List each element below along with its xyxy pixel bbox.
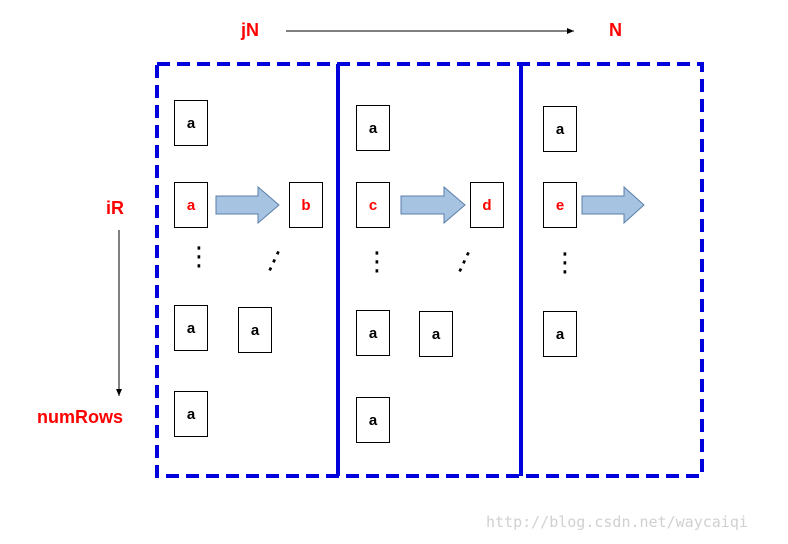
cell-current: e bbox=[543, 182, 577, 228]
cell: a bbox=[356, 310, 390, 356]
block-arrow-2 bbox=[400, 185, 466, 225]
row-end-label: numRows bbox=[37, 407, 124, 427]
vertical-ellipsis: ⋮ bbox=[186, 242, 212, 272]
cell: a bbox=[356, 105, 390, 151]
col-index-label: jN bbox=[241, 20, 259, 40]
col-end-label: N bbox=[609, 20, 622, 40]
cell-next: d bbox=[470, 182, 504, 228]
dashed-frame bbox=[155, 62, 704, 478]
cell: a bbox=[174, 100, 208, 146]
block-arrow-1 bbox=[215, 185, 280, 225]
vertical-ellipsis: ⋮ bbox=[552, 248, 578, 278]
block-arrow-3 bbox=[581, 185, 645, 225]
watermark: http://blog.csdn.net/waycaiqi bbox=[486, 513, 748, 531]
vertical-ellipsis: ⋮ bbox=[364, 247, 390, 277]
cell-next: b bbox=[289, 182, 323, 228]
cell: a bbox=[174, 391, 208, 437]
cell-current: a bbox=[174, 182, 208, 228]
row-index-label: iR bbox=[106, 198, 124, 218]
cell: a bbox=[419, 311, 453, 357]
cell: a bbox=[174, 305, 208, 351]
cell: a bbox=[543, 311, 577, 357]
cell: a bbox=[543, 106, 577, 152]
cell: a bbox=[356, 397, 390, 443]
cell: a bbox=[238, 307, 272, 353]
cell-current: c bbox=[356, 182, 390, 228]
